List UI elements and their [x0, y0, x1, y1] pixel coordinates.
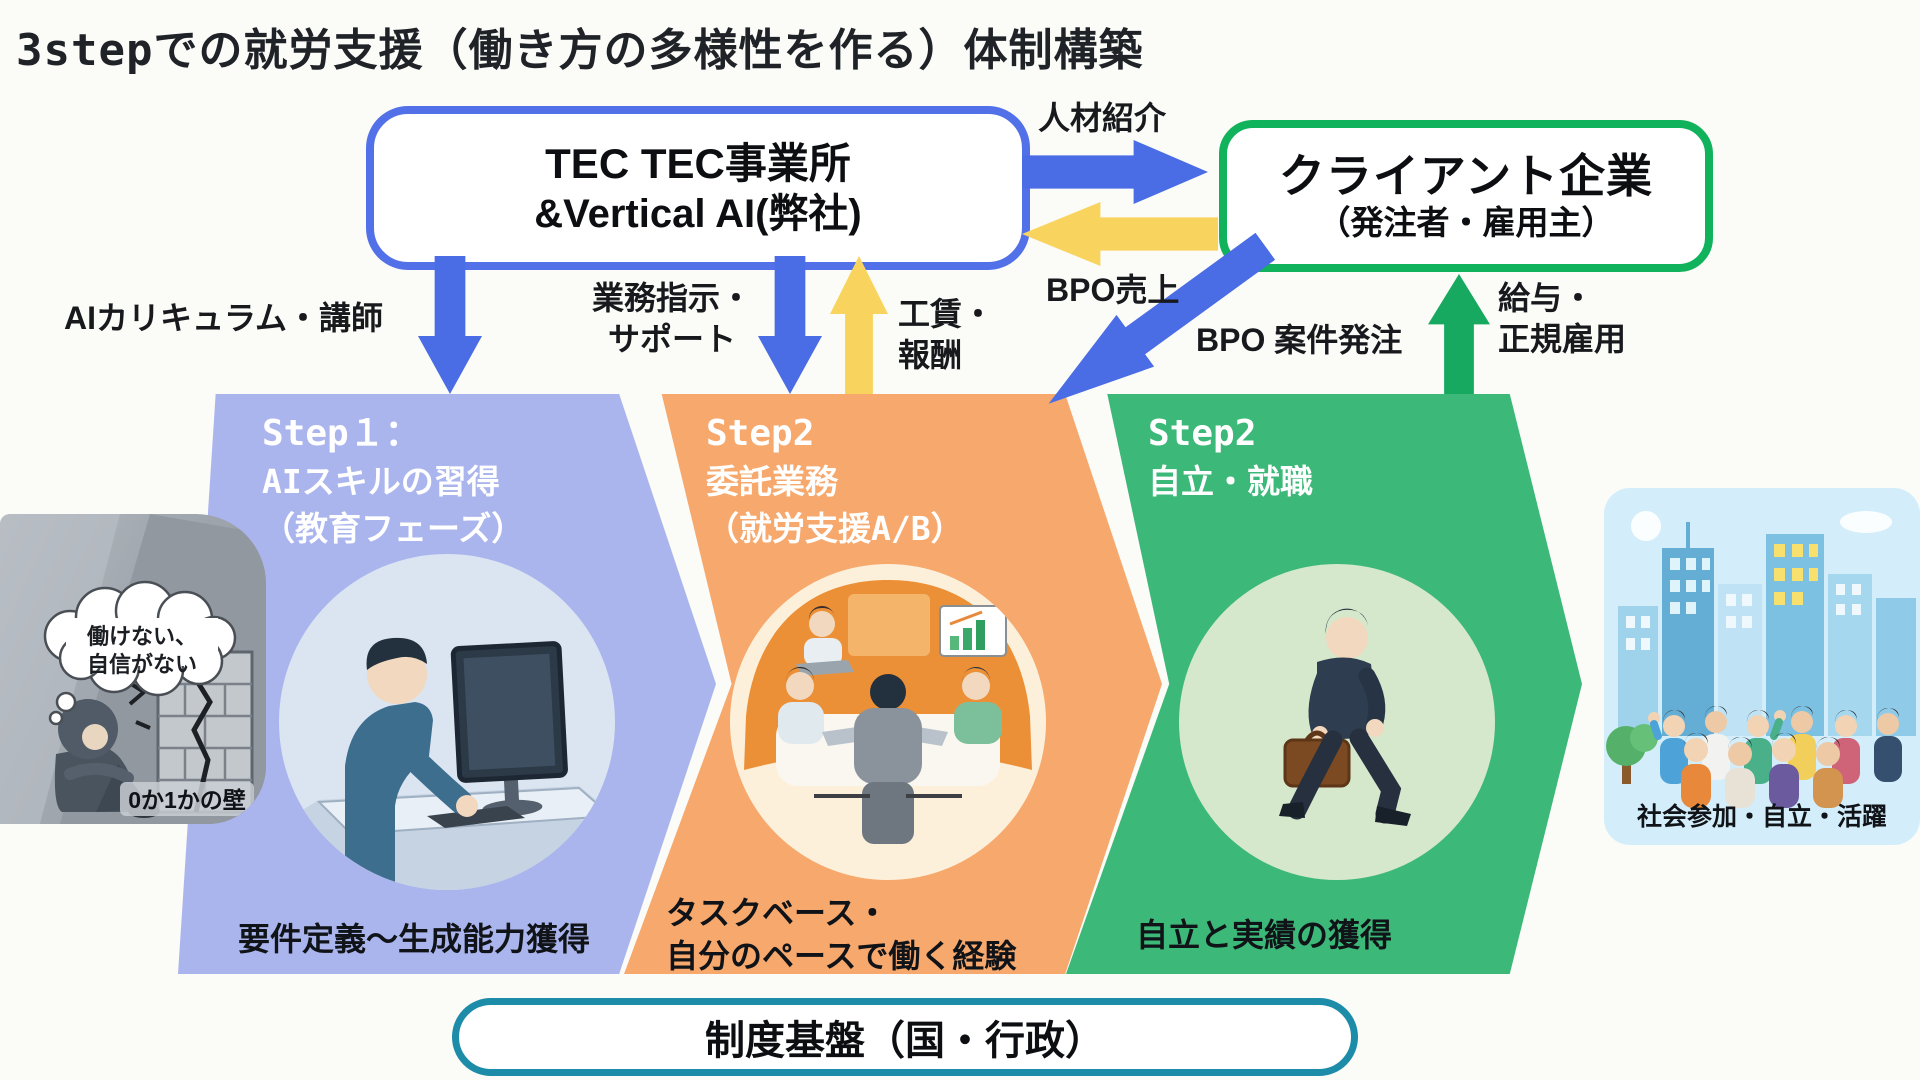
step1-name: AIスキルの習得 — [262, 462, 500, 502]
tec-box-line2: &Vertical AI(弊社) — [534, 192, 862, 237]
isolation-illustration: 働けない、 自信がない 0か1かの壁 — [0, 514, 266, 824]
step3-text: Step2 自立・就職 — [1148, 408, 1313, 506]
hooded-person-illustration: 働けない、 自信がない 0か1かの壁 — [0, 514, 266, 824]
label-kyuyo-line2: 正規雇用 — [1498, 320, 1627, 357]
arrow-kyuyo-koyo — [1428, 274, 1490, 394]
step2-circle-illustration — [730, 564, 1046, 880]
label-chingin-line2: 報酬 — [898, 336, 963, 373]
tree-icon — [1606, 724, 1658, 784]
front-row — [1681, 732, 1843, 808]
step3-circle-illustration — [1179, 564, 1495, 880]
step3-title: Step2 — [1148, 413, 1257, 454]
step2-text: Step2 委託業務 （就労支援A/B） — [706, 408, 964, 553]
presenter-person — [796, 605, 854, 676]
client-box-line2: （発注者・雇用主） — [1317, 203, 1615, 241]
clouds — [1631, 511, 1892, 541]
thought-bubble: 働けない、 自信がない — [43, 580, 237, 726]
people-group — [1648, 705, 1902, 808]
foundation-box-label: 制度基盤（国・行政） — [705, 1019, 1105, 1063]
keyboard-icon — [427, 806, 525, 828]
label-gyomu-line1: 業務指示・ — [592, 280, 753, 316]
label-kyuyo-line1: 給与・ — [1498, 280, 1595, 316]
step1-caption: 要件定義〜生成能力獲得 — [238, 921, 591, 957]
tec-box-line1: TEC TEC事業所 — [545, 139, 851, 187]
page-title: 3stepでの就労支援（働き方の多様性を作る）体制構築 — [16, 25, 1144, 76]
label-kyuyo-koyo: 給与・ 正規雇用 — [1498, 278, 1626, 360]
step2-caption-line1: タスクベース・ — [666, 895, 889, 931]
arrow-bpo-uriage — [1022, 202, 1218, 266]
team-meeting-illustration — [744, 580, 1032, 844]
wall-label: 0か1かの壁 — [128, 787, 246, 813]
label-chingin-hoshu: 工賃・ 報酬 — [898, 294, 994, 376]
label-backdrop — [120, 782, 254, 816]
step2-caption: タスクベース・ 自分のペースで働く経験 — [666, 892, 1016, 978]
arrow-ai-curriculum — [418, 256, 482, 394]
label-gyomu-shiji: 業務指示・ サポート — [592, 278, 752, 360]
city-buildings — [1618, 522, 1916, 736]
center-person-back — [854, 674, 922, 844]
arrow-gyomu-shiji — [758, 256, 822, 394]
label-gyomu-line2: サポート — [607, 320, 736, 357]
back-row — [1648, 705, 1902, 784]
monitor-icon — [450, 641, 568, 817]
step2-sub: （就労支援A/B） — [706, 508, 964, 548]
city-and-people-illustration — [1606, 511, 1916, 808]
society-caption: 社会参加・自立・活躍 — [1636, 803, 1887, 831]
label-chingin-line1: 工賃・ — [898, 296, 995, 332]
tec-office-box: TEC TEC事業所 &Vertical AI(弊社) — [366, 106, 1030, 270]
society-illustration: 社会参加・自立・活躍 — [1604, 488, 1920, 845]
step1-circle-illustration — [279, 554, 615, 890]
step3-name: 自立・就職 — [1148, 462, 1313, 502]
label-bpo-anken-hacchu: BPO 案件発注 — [1196, 322, 1403, 358]
step3-caption: 自立と実績の獲得 — [1136, 917, 1393, 953]
step2-title: Step2 — [706, 413, 815, 454]
walking-businessman — [1279, 608, 1411, 826]
person-at-computer-illustration — [279, 637, 615, 890]
chart-board-icon — [939, 605, 1007, 657]
step1-text: Step１： AIスキルの習得 （教育フェーズ） — [262, 408, 524, 553]
label-jinzai-shokai: 人材紹介 — [1038, 100, 1167, 136]
businessman-walking-illustration — [1279, 608, 1411, 826]
bubble-text-line1: 働けない、 — [86, 624, 197, 649]
foundation-box: 制度基盤（国・行政） — [452, 998, 1358, 1076]
window — [848, 594, 930, 656]
arrow-jinzai-shokai — [1022, 140, 1208, 204]
step2-name: 委託業務 — [706, 462, 838, 502]
client-box-line1: クライアント企業 — [1278, 149, 1654, 202]
label-ai-curriculum: AIカリキュラム・講師 — [64, 300, 384, 336]
arrow-chingin-hoshu — [830, 256, 888, 394]
step1-sub: （教育フェーズ） — [262, 508, 525, 548]
client-company-box: クライアント企業 （発注者・雇用主） — [1219, 120, 1713, 272]
bubble-text-line2: 自信がない — [87, 652, 197, 677]
step2-caption-line2: 自分のペースで働く経験 — [666, 938, 1017, 975]
seated-person — [345, 637, 478, 890]
label-bpo-uriage: BPO売上 — [1046, 272, 1180, 308]
step1-title: Step１： — [262, 413, 421, 454]
